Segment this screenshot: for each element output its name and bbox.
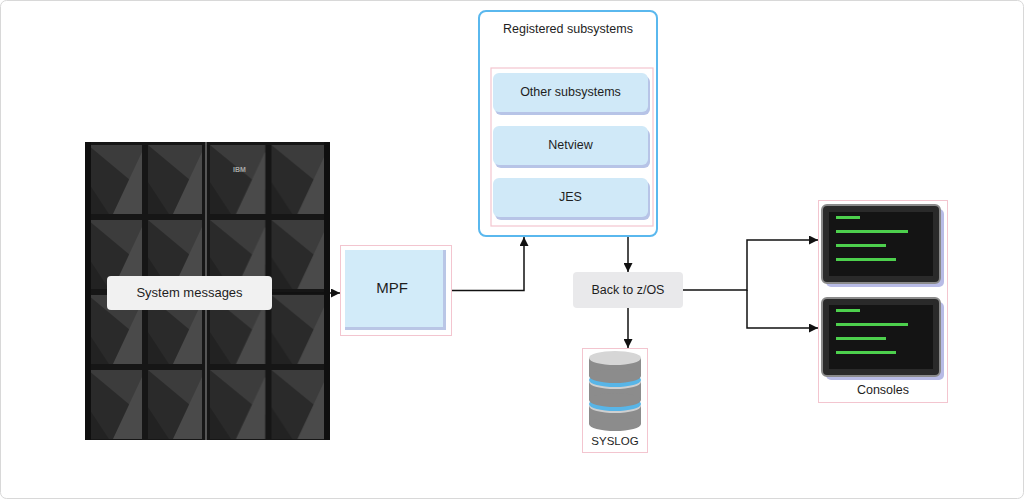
connector-line [627, 237, 629, 272]
connector-arrow [628, 237, 629, 272]
connector-arrow [683, 240, 818, 328]
node-text: System messages [136, 285, 242, 301]
node-text: SYSLOG [591, 435, 638, 449]
subsystem-box: Netview [493, 126, 648, 165]
box-shadow [345, 250, 446, 330]
node-text: Registered subsystems [503, 22, 633, 37]
database-symbol [589, 351, 641, 431]
node-text: JES [559, 190, 582, 205]
connector-arrow [452, 237, 524, 291]
monitor-symbol [822, 205, 944, 287]
connector-line [272, 292, 340, 294]
group-frame [491, 68, 653, 226]
logo-text: IBM [233, 166, 246, 173]
process-box: Back to z/OS [573, 272, 683, 308]
database-node: SYSLOG [582, 348, 648, 453]
process-fill [345, 250, 443, 327]
connector-arrow [272, 293, 340, 294]
subsystem-box: Other subsystems [493, 73, 648, 112]
connector-line [683, 240, 818, 290]
subsystem-box: JES [493, 178, 648, 217]
group-box: Registered subsystemsOther subsystemsNet… [478, 10, 658, 237]
process-box: MPF [340, 245, 452, 336]
node-text: MPF [376, 279, 408, 297]
node-text: Netview [548, 138, 592, 153]
message-source-box: System messages [107, 276, 272, 310]
connector-line [747, 290, 818, 328]
connector-arrow [628, 308, 629, 348]
cabinet-edge [324, 142, 330, 440]
connector-line [452, 237, 524, 291]
node-text: Consoles [857, 383, 909, 398]
connector-line [627, 308, 629, 348]
monitor-symbol [822, 298, 944, 380]
node-text: Back to z/OS [592, 283, 665, 298]
node-text: Other subsystems [520, 85, 621, 100]
console-group: Consoles [818, 200, 948, 403]
cabinet-edge [85, 142, 91, 440]
